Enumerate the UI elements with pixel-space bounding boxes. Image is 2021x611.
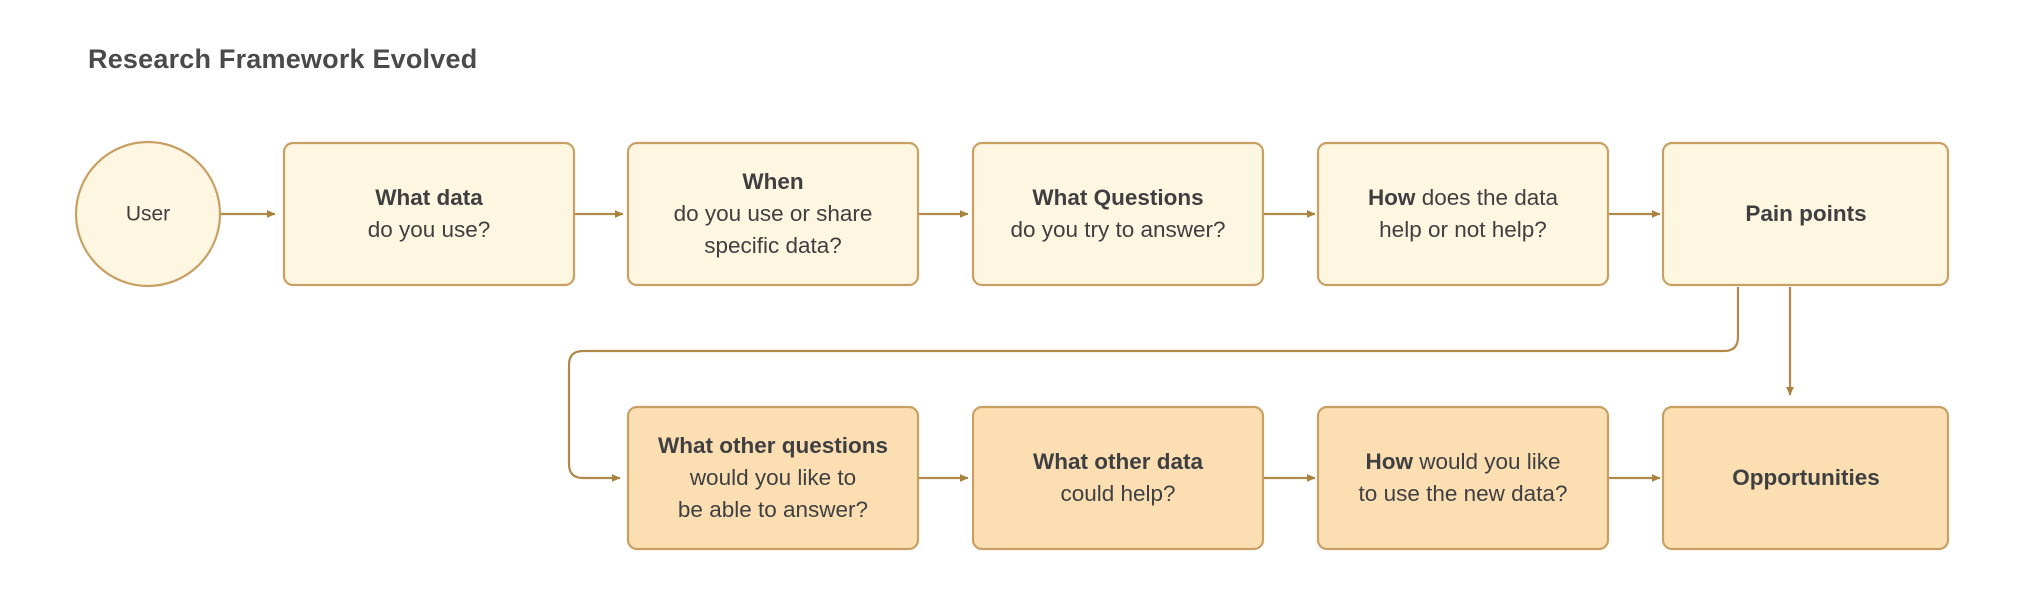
what-other-data-line-1: could help?	[1060, 481, 1175, 506]
what-data-box-shape	[282, 141, 576, 287]
edges-layer	[220, 210, 1794, 482]
svg-text:be able to answer?: be able to answer?	[678, 497, 868, 522]
node-how-does-data-help[interactable]: How does the data help or not help?	[1316, 141, 1610, 287]
what-other-data-box-shape	[971, 405, 1265, 551]
node-how-use-new-data[interactable]: How would you like to use the new data?	[1316, 405, 1610, 551]
what-data-strong: What data	[375, 185, 483, 210]
svg-text:What Questions: What Questions	[1032, 185, 1203, 210]
svg-text:What data: What data	[375, 185, 483, 210]
svg-text:When: When	[742, 169, 803, 194]
what-other-data-strong: What other data	[1033, 449, 1203, 474]
what-questions-line-1: do you try to answer?	[1010, 217, 1225, 242]
when-line-2: specific data?	[704, 233, 842, 258]
what-data-line-1: do you use?	[368, 217, 491, 242]
user-label: User	[126, 203, 170, 226]
when-strong: When	[742, 169, 803, 194]
how-does-data-help-strong: How	[1368, 185, 1416, 210]
node-when[interactable]: When do you use or share specific data?	[626, 141, 920, 287]
node-what-other-questions[interactable]: What other questions would you like to b…	[626, 405, 920, 551]
svg-text:to use the new data?: to use the new data?	[1359, 481, 1568, 506]
svg-text:What other data: What other data	[1033, 449, 1203, 474]
svg-text:How would you like: How would you like	[1365, 449, 1560, 474]
svg-text:help or not help?: help or not help?	[1379, 217, 1547, 242]
user-circle-shape	[74, 140, 222, 288]
when-box-shape	[626, 141, 920, 287]
edge-pain-points-to-what-other-questions	[567, 287, 1740, 482]
svg-text:How does the data: How does the data	[1368, 185, 1559, 210]
node-opportunities[interactable]: Opportunities	[1661, 405, 1950, 551]
what-other-questions-line-2: be able to answer?	[678, 497, 868, 522]
node-what-questions[interactable]: What Questions do you try to answer?	[971, 141, 1265, 287]
svg-text:Pain points: Pain points	[1745, 201, 1866, 226]
opportunities-label: Opportunities	[1732, 465, 1880, 490]
svg-text:Opportunities: Opportunities	[1732, 465, 1880, 490]
how-use-new-data-rest: would you like	[1413, 449, 1561, 474]
node-what-other-data[interactable]: What other data could help?	[971, 405, 1265, 551]
node-what-data[interactable]: What data do you use?	[282, 141, 576, 287]
svg-text:would you like to: would you like to	[689, 465, 856, 490]
what-questions-box-shape	[971, 141, 1265, 287]
what-other-questions-box-shape	[626, 405, 920, 551]
how-use-new-data-line-1: to use the new data?	[1359, 481, 1568, 506]
svg-text:What other questions: What other questions	[658, 433, 888, 458]
pain-points-box-shape	[1661, 141, 1950, 287]
svg-text:do you use?: do you use?	[368, 217, 491, 242]
when-line-1: do you use or share	[674, 201, 873, 226]
how-use-new-data-strong: How	[1365, 449, 1413, 474]
pain-points-label: Pain points	[1745, 201, 1866, 226]
svg-text:do you try to answer?: do you try to answer?	[1010, 217, 1225, 242]
svg-text:specific data?: specific data?	[704, 233, 842, 258]
how-use-new-data-box-shape	[1316, 405, 1610, 551]
how-does-data-help-rest: does the data	[1415, 185, 1558, 210]
node-user[interactable]: User	[74, 140, 222, 288]
node-pain-points[interactable]: Pain points	[1661, 141, 1950, 287]
how-does-data-help-line-1: help or not help?	[1379, 217, 1547, 242]
how-does-data-help-box-shape	[1316, 141, 1610, 287]
svg-text:could help?: could help?	[1060, 481, 1175, 506]
opportunities-box-shape	[1661, 405, 1950, 551]
what-other-questions-strong: What other questions	[658, 433, 888, 458]
what-other-questions-line-1: would you like to	[689, 465, 856, 490]
svg-text:do you use or share: do you use or share	[674, 201, 873, 226]
page-title: Research Framework Evolved	[88, 44, 478, 74]
what-questions-strong: What Questions	[1032, 185, 1203, 210]
